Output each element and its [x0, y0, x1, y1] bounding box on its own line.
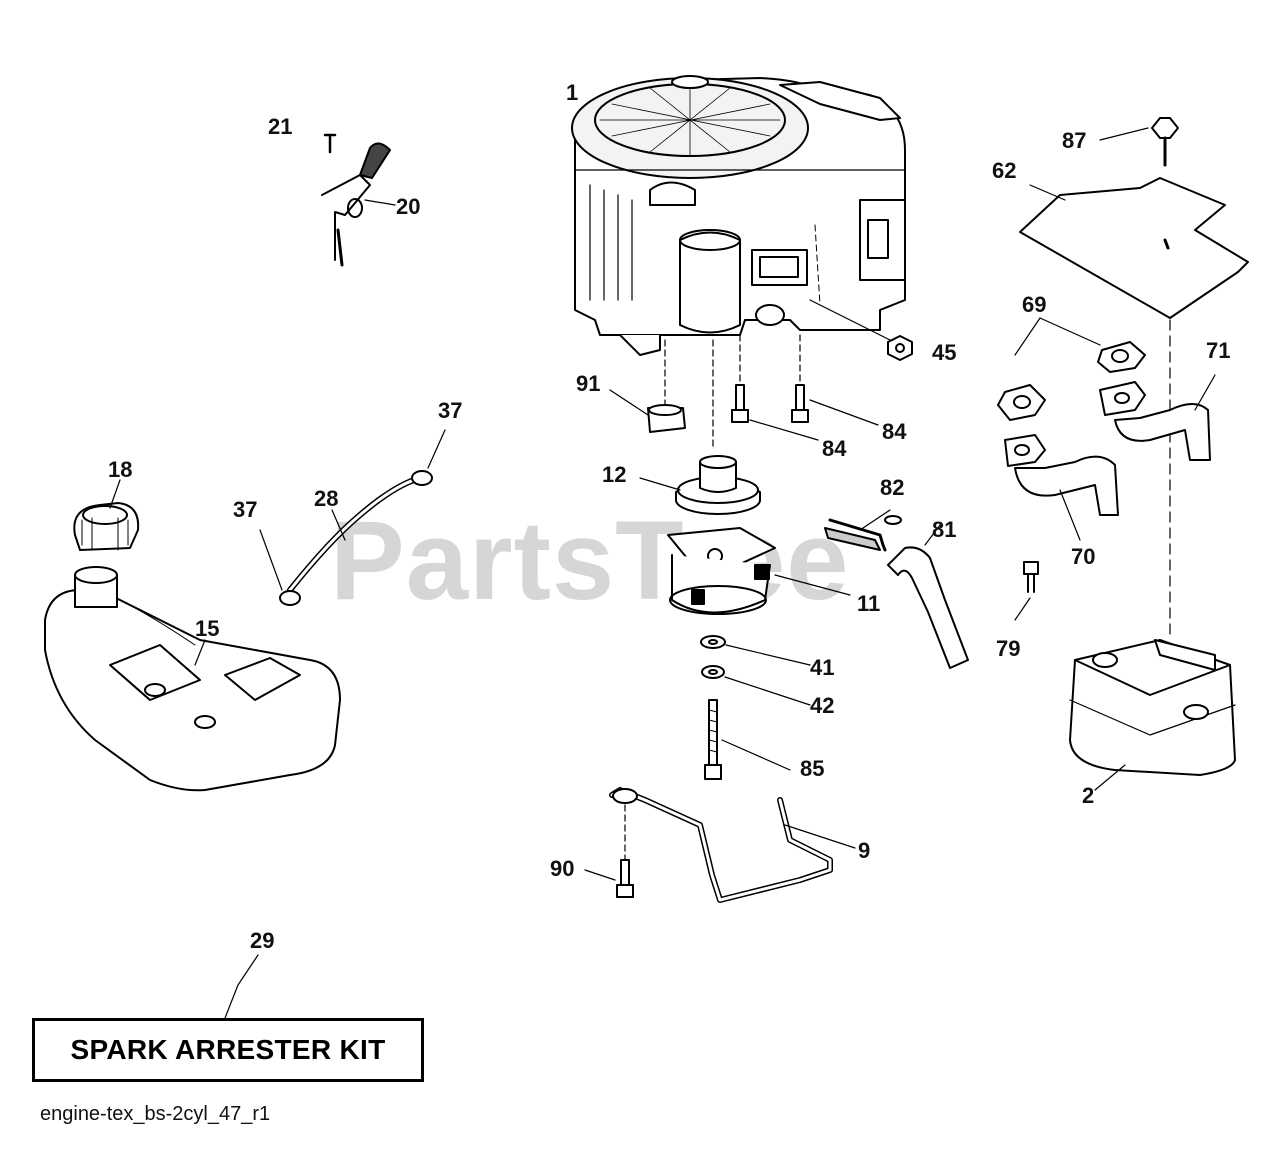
muffler-part-2	[1069, 639, 1236, 791]
callout-41: 41	[810, 655, 835, 680]
bolt-part-85	[704, 699, 791, 780]
heat-shield-part-62	[1019, 177, 1249, 319]
connector-part-82	[824, 509, 902, 552]
callout-87: 87	[1062, 128, 1087, 153]
clutch-part-11	[667, 527, 851, 615]
bracket-part-9	[609, 787, 856, 903]
callout-15: 15	[195, 616, 220, 641]
bolt-part-84	[731, 384, 879, 441]
callout-62: 62	[992, 158, 1017, 183]
exhaust-pipe-part-71	[1099, 374, 1216, 461]
callout-28: 28	[314, 486, 339, 511]
callout-18: 18	[108, 457, 133, 482]
callout-29: 29	[250, 928, 275, 953]
gasket-part-69	[997, 317, 1146, 421]
callout-84-right: 84	[882, 419, 907, 444]
callout-79: 79	[996, 636, 1021, 661]
throttle-control-part-20	[321, 133, 396, 267]
callout-1: 1	[566, 80, 579, 105]
spark-arrester-kit-box: SPARK ARRESTER KIT	[32, 1018, 424, 1082]
callout-37-top: 37	[438, 398, 463, 423]
screw-part-79	[1014, 561, 1039, 621]
nut-part-45	[887, 335, 913, 361]
callout-81: 81	[932, 517, 957, 542]
pulley-part-12	[639, 455, 761, 515]
fuel-line-part-28	[259, 429, 446, 606]
callout-69: 69	[1022, 292, 1047, 317]
callout-37-left: 37	[233, 497, 258, 522]
diagram-code: engine-tex_bs-2cyl_47_r1	[40, 1103, 271, 1125]
bushing-part-91	[609, 389, 686, 433]
callout-84-left: 84	[822, 436, 847, 461]
bolt-part-90	[584, 859, 634, 898]
callout-45: 45	[932, 340, 957, 365]
washer-part-41	[700, 635, 811, 666]
fuel-tank-part-15	[44, 566, 341, 792]
callout-70: 70	[1071, 544, 1096, 569]
callout-90: 90	[550, 856, 575, 881]
spark-arrester-kit-label: SPARK ARRESTER KIT	[70, 1034, 386, 1065]
callout-42: 42	[810, 693, 835, 718]
callout-9: 9	[858, 838, 871, 863]
callout-21: 21	[268, 114, 293, 139]
lockwasher-part-42	[701, 665, 811, 706]
callout-2: 2	[1082, 783, 1095, 808]
callout-11: 11	[857, 591, 881, 616]
hose-part-81	[887, 524, 969, 669]
callout-82: 82	[880, 475, 905, 500]
engine-part-1	[571, 75, 906, 356]
callout-71: 71	[1206, 338, 1231, 363]
callout-12: 12	[602, 462, 627, 487]
callout-91: 91	[576, 371, 601, 396]
callout-20: 20	[396, 194, 421, 219]
fuel-cap-part-18	[73, 479, 140, 551]
exhaust-pipe-part-70	[1004, 434, 1119, 541]
callout-85: 85	[800, 756, 825, 781]
bolt-part-87	[1099, 117, 1179, 167]
